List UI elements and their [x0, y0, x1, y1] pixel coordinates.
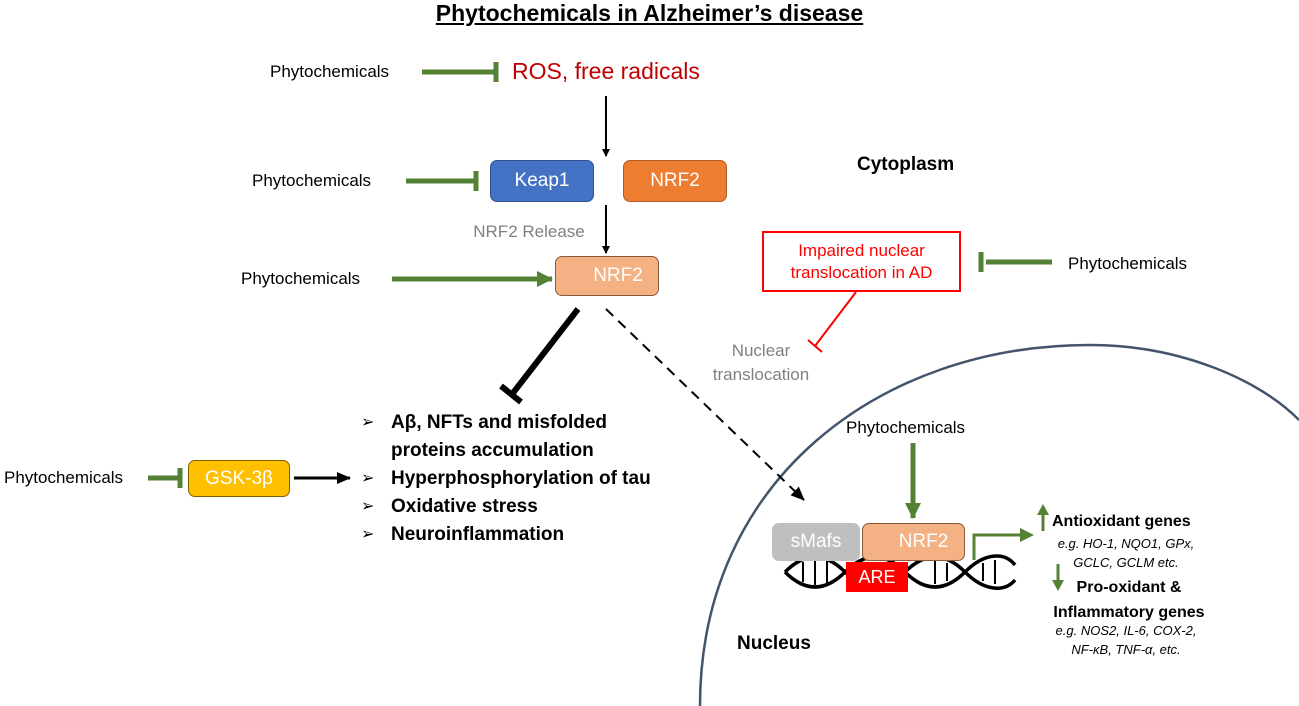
gsk3b-label: GSK-3β	[205, 467, 273, 489]
prooxidant-genes-examples: e.g. NOS2, IL-6, COX-2, NF-κB, TNF-α, et…	[1055, 623, 1197, 657]
impaired-inhibit-bar	[807, 339, 823, 353]
phytochemicals-label-nrf2: Phytochemicals	[241, 269, 361, 288]
nucleus-membrane	[698, 343, 1299, 706]
upregulated-arrow-icon-head	[1037, 504, 1049, 515]
bullet-arrow-icon: ➢	[361, 526, 375, 543]
phytochemicals-label-keap1: Phytochemicals	[252, 171, 372, 190]
dna-base-pairs	[802, 559, 996, 585]
impaired-translocation-box: Impaired nuclear translocation in AD	[762, 231, 961, 292]
antioxidant-genes-label: Antioxidant genes	[1052, 513, 1191, 530]
nucleus-label: Nucleus	[737, 633, 811, 654]
smafs-box: sMafs	[772, 523, 860, 561]
diagram-title: Phytochemicals in Alzheimer’s disease	[435, 0, 864, 26]
bullet-arrow-icon: ➢	[361, 414, 375, 431]
keap1-box: Keap1	[490, 160, 594, 202]
phytochemicals-label-gsk: Phytochemicals	[4, 468, 124, 487]
phytochemicals-label-nucleus: Phytochemicals	[846, 418, 966, 437]
gene-expression-arrowhead	[1020, 528, 1034, 542]
nrf2-label: NRF2	[898, 531, 949, 552]
downregulated-arrow-icon-head	[1052, 580, 1064, 591]
phytochemicals-label-impaired: Phytochemicals	[1068, 254, 1188, 273]
prooxidant-genes-label: Pro-oxidant & Inflammatory genes	[1053, 579, 1205, 621]
nrf2-box-nuclear: NRF2	[862, 523, 965, 561]
nrf2-label: NRF2	[650, 170, 700, 191]
pathology-item: ➢Hyperphosphorylation of tau	[361, 465, 651, 493]
nrf2-box-released: NRF2	[555, 256, 659, 296]
nrf2-box-bound: NRF2	[623, 160, 727, 202]
nuclear-translocation-arrow	[605, 308, 805, 501]
pathology-item: ➢Oxidative stress	[361, 493, 651, 521]
bullet-arrow-icon: ➢	[361, 498, 375, 515]
nrf2-inhibit-pathology-line	[510, 307, 581, 395]
smafs-label: sMafs	[790, 531, 842, 552]
cytoplasm-label: Cytoplasm	[857, 154, 955, 175]
antioxidant-genes-examples: e.g. HO-1, NQO1, GPx, GCLC, GCLM etc.	[1057, 536, 1195, 570]
nrf2-label: NRF2	[593, 265, 643, 286]
ad-pathology-list: ➢Aβ, NFTs and misfolded proteins accumul…	[361, 409, 651, 549]
gene-expression-arrow	[972, 533, 1024, 560]
phytochemicals-label-ros: Phytochemicals	[270, 62, 390, 81]
are-box: ARE	[846, 562, 908, 592]
impaired-inhibit-line	[814, 291, 857, 347]
nrf2-release-label: NRF2 Release	[473, 222, 585, 241]
pathology-item: ➢Neuroinflammation	[361, 521, 651, 549]
nuclear-translocation-label: Nuclear translocation	[712, 341, 810, 384]
nrf2-inhibit-pathology-bar	[499, 383, 523, 405]
ros-label: ROS, free radicals	[512, 58, 700, 84]
are-label: ARE	[858, 566, 896, 587]
pathology-item: ➢Aβ, NFTs and misfolded proteins accumul…	[361, 409, 651, 465]
gsk3b-box: GSK-3β	[188, 460, 290, 497]
impaired-translocation-text: Impaired nuclear translocation in AD	[790, 240, 933, 282]
bullet-arrow-icon: ➢	[361, 470, 375, 487]
keap1-label: Keap1	[514, 170, 570, 191]
